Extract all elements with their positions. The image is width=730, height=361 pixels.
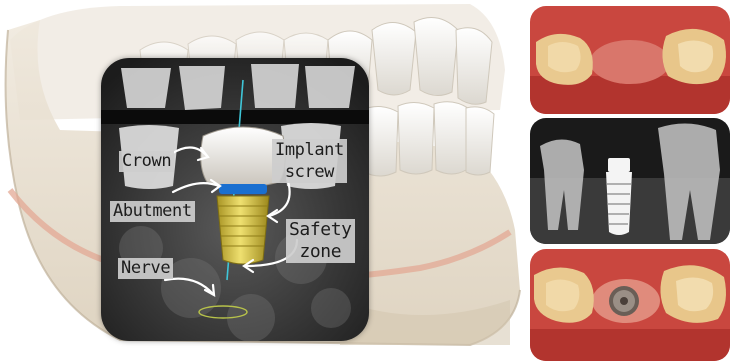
missing-tooth-gap-image <box>530 6 730 114</box>
xray-cross-section <box>101 58 369 341</box>
implant-screw-label: Implant screw <box>272 139 347 183</box>
implant-label-line1: Implant <box>275 139 344 161</box>
after-photo <box>530 249 730 361</box>
safety-zone-label: Safety zone <box>286 219 355 263</box>
nerve-label: Nerve <box>118 258 173 279</box>
before-photo <box>530 6 730 114</box>
crown-label: Crown <box>119 151 174 172</box>
safety-label-line2: zone <box>289 241 352 263</box>
safety-label-line1: Safety <box>289 219 352 241</box>
implant-label-line2: screw <box>275 161 344 183</box>
implant-xray-image <box>530 118 730 244</box>
radiograph-photo <box>530 118 730 244</box>
jaw-illustration: Crown Abutment Nerve Implant screw Safet… <box>0 0 522 361</box>
xray-image <box>101 58 369 341</box>
healing-abutment-image <box>530 249 730 361</box>
abutment-label: Abutment <box>110 201 195 222</box>
